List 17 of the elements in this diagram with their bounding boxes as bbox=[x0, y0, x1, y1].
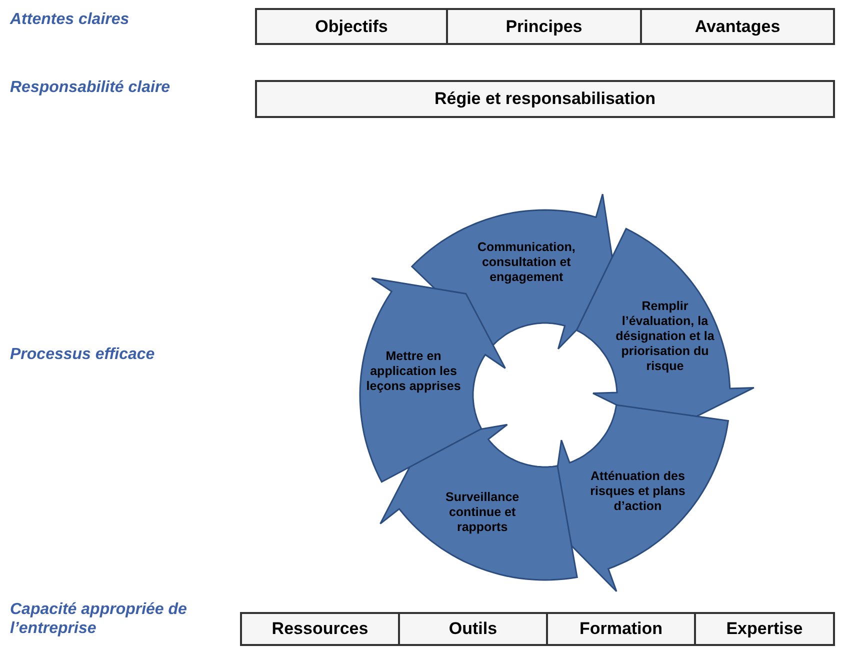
step-label: Surveillance continue et rapports bbox=[444, 490, 520, 536]
row-heading: Attentes claires bbox=[10, 10, 130, 29]
step-label: Mettre en application les leçons apprises bbox=[365, 349, 462, 394]
category-cell: Ressources bbox=[240, 612, 400, 646]
step-label: Communication, consultation et engagement bbox=[476, 240, 576, 286]
category-cell: Régie et responsabilisation bbox=[255, 80, 835, 118]
row-heading: Capacité appropriée de l’entreprise bbox=[10, 600, 188, 638]
category-cell: Outils bbox=[398, 612, 548, 646]
step-label: Remplir l’évaluation, la désignation et la priorisation du risque bbox=[614, 298, 716, 374]
category-cell: Formation bbox=[546, 612, 696, 646]
row-heading: Responsabilité claire bbox=[10, 78, 172, 97]
category-cell: Objectifs bbox=[255, 8, 448, 45]
category-cell: Avantages bbox=[640, 8, 835, 45]
step-label: Atténuation des risques et plans d’action bbox=[589, 468, 686, 514]
row-heading: Processus efficace bbox=[10, 345, 156, 364]
category-cell: Principes bbox=[446, 8, 642, 45]
category-cell: Expertise bbox=[694, 612, 835, 646]
